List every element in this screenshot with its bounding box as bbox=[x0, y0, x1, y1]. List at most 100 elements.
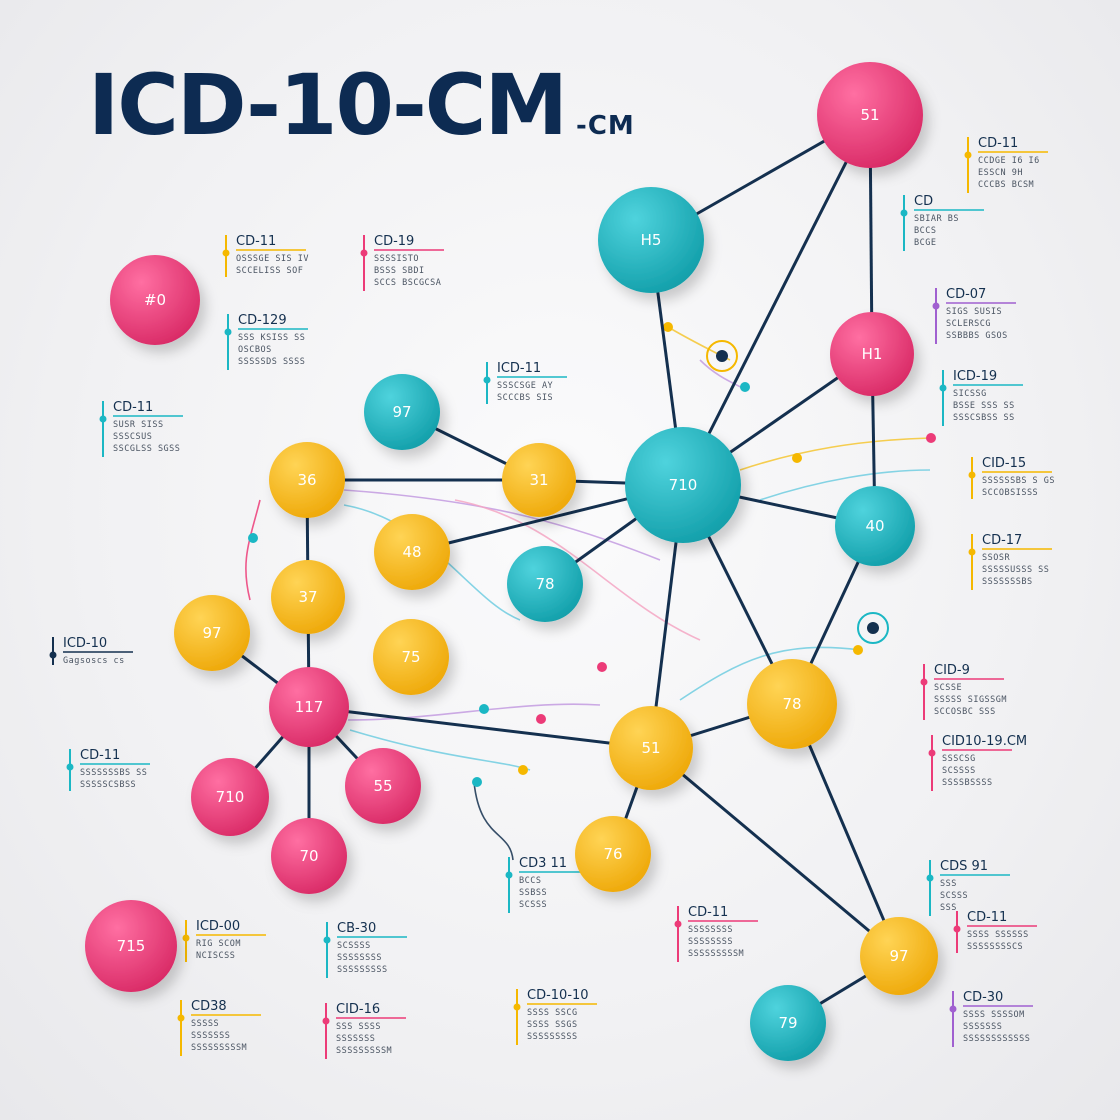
connector-dot bbox=[663, 322, 673, 332]
annotation-line: Gagsoscs cs bbox=[63, 656, 125, 666]
node-circle[interactable] bbox=[269, 442, 345, 518]
node-circle[interactable] bbox=[85, 900, 177, 992]
annotation-line: SSSSSSSSCS bbox=[967, 942, 1023, 952]
annotation-dot bbox=[49, 651, 57, 659]
node-label: H5 bbox=[641, 231, 662, 249]
connector-wire bbox=[343, 489, 661, 561]
node-circle[interactable] bbox=[830, 312, 914, 396]
node-circle[interactable] bbox=[191, 758, 269, 836]
node-n2[interactable]: H5 bbox=[598, 187, 704, 293]
node-label: 715 bbox=[117, 937, 146, 955]
node-n14[interactable]: 75 bbox=[373, 619, 449, 695]
node-n1[interactable]: 51 bbox=[817, 62, 923, 168]
node-circle[interactable] bbox=[575, 816, 651, 892]
node-n15[interactable]: 117 bbox=[269, 667, 349, 747]
annotation-line: SSBSS bbox=[519, 888, 547, 898]
node-circle[interactable] bbox=[860, 917, 938, 995]
node-n13[interactable]: 97 bbox=[174, 595, 250, 671]
node-n11[interactable]: 78 bbox=[507, 546, 583, 622]
node-circle[interactable] bbox=[364, 374, 440, 450]
node-circle[interactable] bbox=[374, 514, 450, 590]
node-circle[interactable] bbox=[373, 619, 449, 695]
annotation-dot bbox=[949, 1005, 957, 1013]
annotation-line: OSSSGE SIS IV bbox=[236, 254, 309, 264]
title-main: ICD-10-CM bbox=[88, 56, 568, 154]
annotation-line: BCCS bbox=[519, 876, 541, 886]
node-n9[interactable]: 31 bbox=[502, 443, 576, 517]
target-ring-icon bbox=[857, 612, 889, 644]
node-n22[interactable]: 97 bbox=[860, 917, 938, 995]
node-circle[interactable] bbox=[625, 427, 741, 543]
connector-wire bbox=[349, 729, 531, 771]
node-label: #0 bbox=[144, 291, 166, 309]
annotation-line: OSCBOS bbox=[238, 345, 272, 355]
annotation-title: CD bbox=[914, 194, 933, 209]
node-circle[interactable] bbox=[271, 560, 345, 634]
annotation-line: SICSSG bbox=[953, 389, 987, 399]
annotation-line: SSSS SSGS bbox=[527, 1020, 578, 1030]
annotation-title: ICD-11 bbox=[497, 361, 541, 376]
annotation-line: SSSSSSS bbox=[963, 1022, 1002, 1032]
annotation-line: SCLERSCG bbox=[946, 319, 991, 329]
node-n5[interactable]: 40 bbox=[835, 486, 915, 566]
node-n21[interactable]: 76 bbox=[575, 816, 651, 892]
node-circle[interactable] bbox=[747, 659, 837, 749]
node-n4[interactable]: 710 bbox=[625, 427, 741, 543]
annotation-line: SSSSS SIGSSGM bbox=[934, 695, 1007, 705]
node-circle[interactable] bbox=[174, 595, 250, 671]
annotation-dot bbox=[674, 920, 682, 928]
node-n12[interactable]: 37 bbox=[271, 560, 345, 634]
node-circle[interactable] bbox=[835, 486, 915, 566]
node-circle[interactable] bbox=[750, 985, 826, 1061]
node-circle[interactable] bbox=[269, 667, 349, 747]
node-label: 97 bbox=[889, 947, 908, 965]
node-circle[interactable] bbox=[345, 748, 421, 824]
node-n18[interactable]: 70 bbox=[271, 818, 347, 894]
node-circle[interactable] bbox=[609, 706, 693, 790]
node-n20[interactable]: 78 bbox=[747, 659, 837, 749]
node-n24[interactable]: 715 bbox=[85, 900, 177, 992]
annotation-line: SSSSISTO bbox=[374, 254, 419, 264]
annotation-title: CD-129 bbox=[238, 313, 287, 328]
node-circle[interactable] bbox=[502, 443, 576, 517]
node-circle[interactable] bbox=[817, 62, 923, 168]
annotation-line: SSSSSSSBS SS bbox=[80, 768, 147, 778]
connector-dot bbox=[479, 704, 489, 714]
node-circle[interactable] bbox=[598, 187, 704, 293]
annotation-dot bbox=[968, 548, 976, 556]
annotation-title: CID-9 bbox=[934, 663, 970, 678]
annotation-line: SCCOSBC SSS bbox=[934, 707, 996, 717]
annotation-title: CID-15 bbox=[982, 456, 1026, 471]
node-n7[interactable]: 97 bbox=[364, 374, 440, 450]
node-n19[interactable]: 51 bbox=[609, 706, 693, 790]
annotation-line: CCCBS BCSM bbox=[978, 180, 1034, 190]
node-n6[interactable]: #0 bbox=[110, 255, 200, 345]
annotation-line: SSCGLSS SGSS bbox=[113, 444, 180, 454]
node-n8[interactable]: 36 bbox=[269, 442, 345, 518]
annotation-line: SCSSSS bbox=[337, 941, 371, 951]
annotation-title: CD-19 bbox=[374, 234, 414, 249]
annotation-title: CD38 bbox=[191, 999, 227, 1014]
annotation-line: SSS KSISS SS bbox=[238, 333, 305, 343]
node-circle[interactable] bbox=[507, 546, 583, 622]
annotation-dot bbox=[932, 302, 940, 310]
node-n17[interactable]: 710 bbox=[191, 758, 269, 836]
annotation-dot bbox=[928, 749, 936, 757]
node-n3[interactable]: H1 bbox=[830, 312, 914, 396]
node-label: 55 bbox=[373, 777, 392, 795]
node-n10[interactable]: 48 bbox=[374, 514, 450, 590]
node-n16[interactable]: 55 bbox=[345, 748, 421, 824]
node-circle[interactable] bbox=[271, 818, 347, 894]
annotation-line: SBIAR BS bbox=[914, 214, 959, 224]
node-label: 51 bbox=[860, 106, 879, 124]
node-circle[interactable] bbox=[110, 255, 200, 345]
node-n23[interactable]: 79 bbox=[750, 985, 826, 1061]
annotation-line: SSSSSSSSSM bbox=[336, 1046, 392, 1056]
annotation-line: SCSSSS bbox=[942, 766, 976, 776]
